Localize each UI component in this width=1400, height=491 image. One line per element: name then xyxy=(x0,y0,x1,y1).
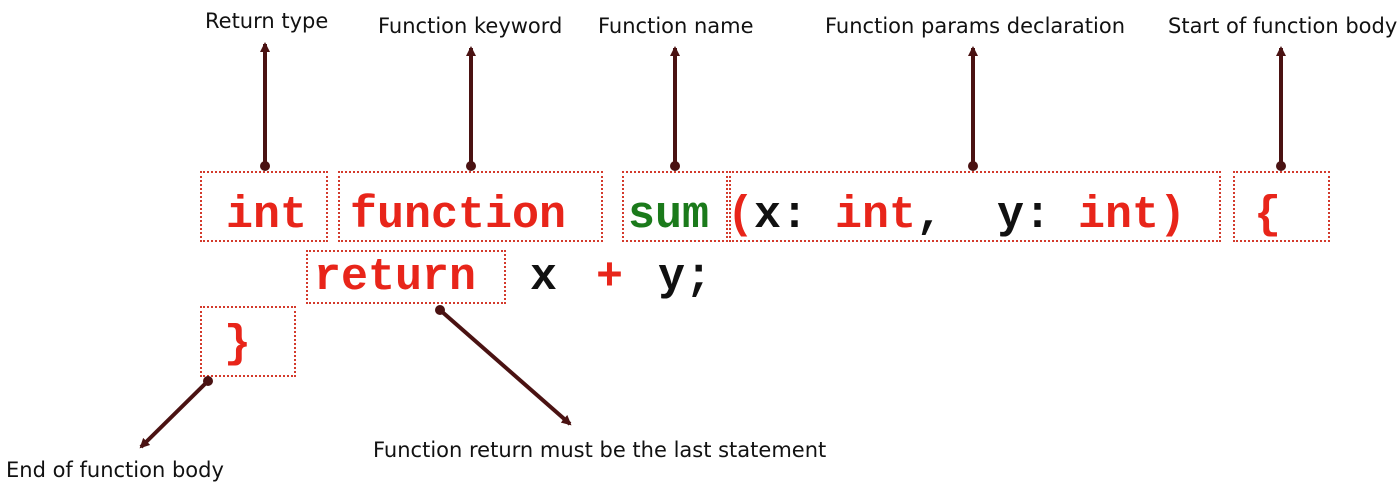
box-return-type xyxy=(200,171,328,242)
code-return-keyword: return xyxy=(314,252,477,303)
code-open-paren: ( xyxy=(727,190,755,241)
label-end-body: End of function body xyxy=(6,458,224,482)
code-function-name: sum xyxy=(628,190,710,241)
box-function-name xyxy=(622,171,728,242)
arrow-start-body xyxy=(1276,46,1286,171)
label-function-params: Function params declaration xyxy=(825,14,1125,38)
code-function-keyword: function xyxy=(350,190,567,241)
code-close-paren: ) xyxy=(1159,190,1187,241)
arrow-return-last xyxy=(435,305,572,426)
code-plus: + xyxy=(596,252,624,303)
code-return-y: y; xyxy=(658,252,713,303)
arrow-return-type xyxy=(260,42,270,171)
label-function-name: Function name xyxy=(598,14,754,38)
label-return-type: Return type xyxy=(205,9,329,33)
box-function-keyword xyxy=(338,171,603,242)
code-return-x: x xyxy=(530,252,558,303)
box-end-body xyxy=(200,306,296,377)
code-open-brace: { xyxy=(1254,190,1282,241)
code-param2-type: int xyxy=(1078,190,1160,241)
label-start-body: Start of function body xyxy=(1168,14,1398,38)
box-start-body xyxy=(1233,171,1330,242)
box-function-params xyxy=(729,171,1221,242)
box-return-keyword xyxy=(306,250,506,304)
code-param1-name: x: xyxy=(754,190,836,241)
label-return-last: Function return must be the last stateme… xyxy=(373,438,827,462)
arrow-function-name xyxy=(670,46,680,171)
arrow-function-params xyxy=(968,46,978,171)
label-function-keyword: Function keyword xyxy=(378,14,563,38)
code-comma: , xyxy=(916,190,971,241)
code-param1-type: int xyxy=(835,190,917,241)
arrow-end-body xyxy=(139,376,213,449)
arrow-function-keyword xyxy=(466,46,476,171)
code-close-brace: } xyxy=(224,319,252,370)
code-return-type: int xyxy=(226,190,308,241)
code-param2-name: y: xyxy=(997,190,1079,241)
